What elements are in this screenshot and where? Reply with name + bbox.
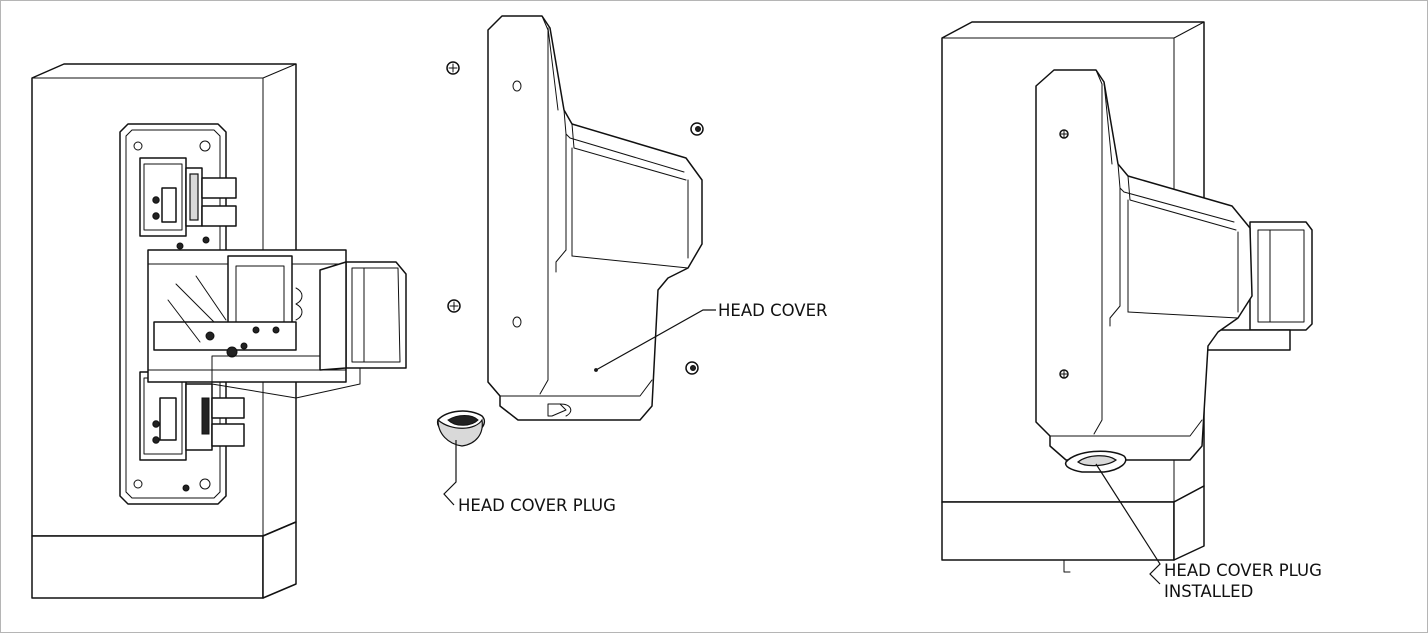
head-cover xyxy=(487,15,703,421)
installed-head-cover xyxy=(1035,69,1253,461)
head-cover-label: HEAD COVER xyxy=(718,301,827,320)
latch-bolt-head xyxy=(319,261,407,371)
head-cover-plug-callout: HEAD COVER PLUG xyxy=(443,440,616,515)
head-cover-plug-installed-leader xyxy=(1095,463,1161,585)
head-cover-plug-installed-label-line2: INSTALLED xyxy=(1164,582,1253,601)
head-cover-plug-installed-callout: HEAD COVER PLUG INSTALLED xyxy=(1095,463,1322,601)
installed-head-cover-plug xyxy=(1064,450,1127,473)
head-cover-callout: HEAD COVER xyxy=(595,301,827,371)
assembled-latch-head xyxy=(1199,221,1313,351)
head-cover-leader xyxy=(595,309,716,371)
lower-strike-bracket xyxy=(139,371,245,492)
head-cover-plug-label: HEAD COVER PLUG xyxy=(458,496,616,515)
latch-mechanism xyxy=(147,249,361,399)
head-cover-plug-installed-label-line1: HEAD COVER PLUG xyxy=(1164,561,1322,580)
mounting-screws-exploded xyxy=(446,61,704,375)
upper-strike-bracket xyxy=(139,157,237,250)
head-cover-plug-leader xyxy=(443,440,457,506)
head-cover-plug xyxy=(436,410,486,447)
